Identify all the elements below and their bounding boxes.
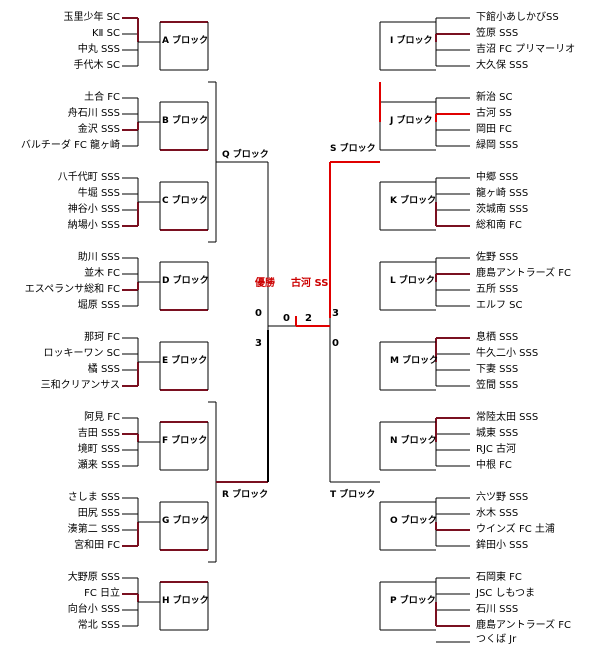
block-label-c: C ブロック: [162, 196, 208, 206]
block-label-b: B ブロック: [162, 116, 208, 126]
right-team-name: RJC 古河: [476, 444, 517, 455]
right-team-name: エルフ SC: [476, 300, 523, 311]
left-team-name: 助川 SSS: [77, 252, 120, 263]
block-label-j: J ブロック: [390, 116, 433, 126]
right-team-name: 鹿島アントラーズ FC: [476, 620, 572, 631]
left-team-name: 向台小 SSS: [67, 604, 120, 615]
score-right-bot: 0: [332, 338, 339, 349]
right-team-name: 中根 FC: [476, 460, 512, 471]
left-team-name: バルチーダ FC 龍ヶ崎: [20, 140, 120, 151]
block-label-r: R ブロック: [222, 490, 269, 500]
left-team-name: 吉田 SSS: [77, 428, 120, 439]
left-team-name: 牛堀 SSS: [77, 188, 120, 199]
champion-team: 古河 SS: [291, 278, 329, 289]
right-team-name: JSC しもつま: [476, 588, 536, 599]
right-team-name: 城東 SSS: [476, 428, 519, 439]
left-team-name: 宮和田 FC: [74, 540, 120, 551]
block-label-a: A ブロック: [162, 36, 209, 46]
left-team-name: 納場小 SSS: [67, 220, 120, 231]
left-team-name: さしま SSS: [67, 492, 120, 503]
score-left-bot: 3: [255, 338, 262, 349]
left-team-name: エスペランサ総和 FC: [24, 284, 120, 295]
left-team-name: FC 日立: [84, 588, 120, 599]
left-team-name: 金沢 SSS: [77, 124, 120, 135]
left-team-name: 並木 FC: [84, 268, 120, 279]
left-team-name: 八千代町 SSS: [57, 172, 120, 183]
left-team-name: 常北 SSS: [77, 620, 120, 631]
left-team-name: 中丸 SSS: [77, 44, 120, 55]
left-team-name: 神谷小 SSS: [67, 204, 120, 215]
right-team-name: 石岡東 FC: [476, 572, 522, 583]
block-label-d: D ブロック: [162, 276, 209, 286]
left-team-name: 玉里少年 SC: [63, 12, 120, 23]
left-team-name: 那珂 FC: [84, 332, 120, 343]
left-team-name: 阿見 FC: [84, 412, 120, 423]
block-label-k: K ブロック: [390, 196, 437, 206]
block-label-h: H ブロック: [162, 596, 209, 606]
block-label-s: S ブロック: [330, 144, 376, 154]
right-team-name: 吉沼 FC プリマーリオ: [476, 44, 576, 55]
right-team-name: 鹿島アントラーズ FC: [476, 268, 572, 279]
left-team-name: 手代木 SC: [73, 60, 120, 71]
left-team-name: 大野原 SSS: [67, 572, 120, 583]
right-team-name: 龍ヶ崎 SSS: [476, 188, 529, 199]
right-team-name: 新治 SC: [476, 92, 513, 103]
block-label-f: F ブロック: [162, 436, 208, 446]
left-team-name: 湊第二 SSS: [67, 524, 120, 535]
left-team-name: 瀬来 SSS: [77, 460, 120, 471]
block-label-i: I ブロック: [390, 36, 433, 46]
score-left-top: 0: [255, 308, 262, 319]
right-team-name: 鉾田小 SSS: [476, 540, 529, 551]
right-team-name: 大久保 SSS: [476, 60, 529, 71]
left-team-name: KⅡ SC: [92, 28, 120, 39]
right-team-name: 笠原 SSS: [476, 28, 519, 39]
block-label-l: L ブロック: [390, 276, 435, 286]
right-team-name: 茨城南 SSS: [476, 204, 529, 215]
score-right-mid: 2: [305, 313, 312, 324]
right-team-name: 六ツ野 SSS: [476, 492, 529, 503]
right-team-name: 牛久二小 SSS: [476, 348, 539, 359]
right-team-name: 中郷 SSS: [476, 172, 519, 183]
right-team-name: 息栖 SSS: [476, 332, 519, 343]
champion-label: 優勝: [255, 278, 275, 289]
right-team-name: 下館小あしかびSS: [476, 12, 559, 23]
left-team-name: 橘 SSS: [87, 364, 120, 375]
block-label-m: M ブロック: [390, 356, 439, 366]
right-team-name: つくば Jr: [476, 634, 517, 645]
score-right-top: 3: [332, 308, 339, 319]
right-team-name: 常陸太田 SSS: [476, 412, 539, 423]
left-team-name: 舟石川 SSS: [67, 108, 120, 119]
right-team-name: 緑岡 SSS: [476, 140, 519, 151]
left-team-name: 田尻 SSS: [77, 508, 120, 519]
right-team-name: 古河 SS: [476, 108, 512, 119]
left-team-name: ロッキーワン SC: [43, 348, 120, 359]
right-team-name: 五所 SSS: [476, 284, 519, 295]
score-left-mid: 0: [283, 313, 290, 324]
block-label-o: O ブロック: [390, 516, 437, 526]
block-label-e: E ブロック: [162, 356, 208, 366]
left-team-name: 土合 FC: [84, 92, 120, 103]
right-team-name: 総和南 FC: [476, 220, 522, 231]
right-team-name: 石川 SSS: [476, 604, 519, 615]
block-label-q: Q ブロック: [222, 150, 269, 160]
right-team-name: 岡田 FC: [476, 124, 512, 135]
right-team-name: 笠間 SSS: [476, 380, 519, 391]
left-team-name: 堀原 SSS: [77, 300, 120, 311]
left-team-name: 境町 SSS: [77, 444, 120, 455]
right-team-name: 水木 SSS: [476, 508, 519, 519]
block-label-p: P ブロック: [390, 596, 436, 606]
block-label-t: T ブロック: [330, 490, 376, 500]
block-label-n: N ブロック: [390, 436, 437, 446]
right-team-name: ウインズ FC 土浦: [476, 524, 555, 535]
block-label-g: G ブロック: [162, 516, 209, 526]
right-team-name: 佐野 SSS: [476, 252, 519, 263]
right-team-name: 下妻 SSS: [476, 364, 519, 375]
left-team-name: 三和クリアンサス: [40, 380, 120, 391]
